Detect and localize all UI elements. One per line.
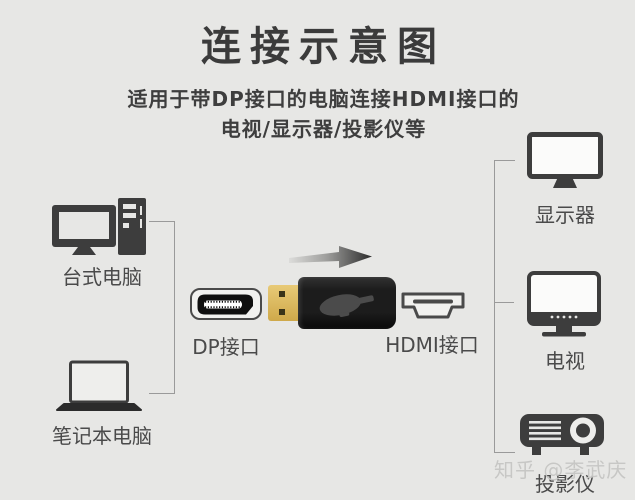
subtitle-line-1: 适用于带DP接口的电脑连接HDMI接口的: [127, 87, 520, 111]
left-bracket-line: [149, 221, 175, 394]
laptop-icon: [56, 360, 142, 412]
dp-port-icon: [190, 288, 262, 320]
right-bracket-line: [494, 160, 515, 453]
adapter-pin-hole: [279, 291, 285, 297]
desktop-computer-label: 台式电脑: [62, 265, 142, 289]
right-arrow-icon: [289, 243, 373, 269]
right-bracket-middle-tick: [494, 302, 514, 303]
hdmi-port-label: HDMI接口: [385, 333, 479, 357]
monitor-icon: [527, 132, 603, 190]
tv-label: 电视: [545, 349, 585, 373]
monitor-label: 显示器: [535, 203, 595, 227]
adapter-brand-logo: [319, 294, 374, 318]
tv-icon: [527, 271, 601, 337]
dp-port-label: DP接口: [192, 335, 260, 359]
projector-icon: [520, 414, 604, 456]
subtitle-line-2: 电视/显示器/投影仪等: [220, 117, 427, 141]
projector-label: 投影仪: [535, 472, 595, 496]
adapter-pin-hole: [279, 309, 285, 315]
dp-to-hdmi-adapter-icon: [298, 277, 396, 329]
watermark-text: 知乎 @李武庆: [494, 458, 628, 482]
adapter-gold-plug: [268, 285, 298, 321]
desktop-computer-icon: [52, 198, 148, 258]
hdmi-port-icon: [400, 292, 466, 320]
laptop-label: 笔记本电脑: [52, 424, 152, 448]
page-title: 连接示意图: [201, 24, 446, 70]
